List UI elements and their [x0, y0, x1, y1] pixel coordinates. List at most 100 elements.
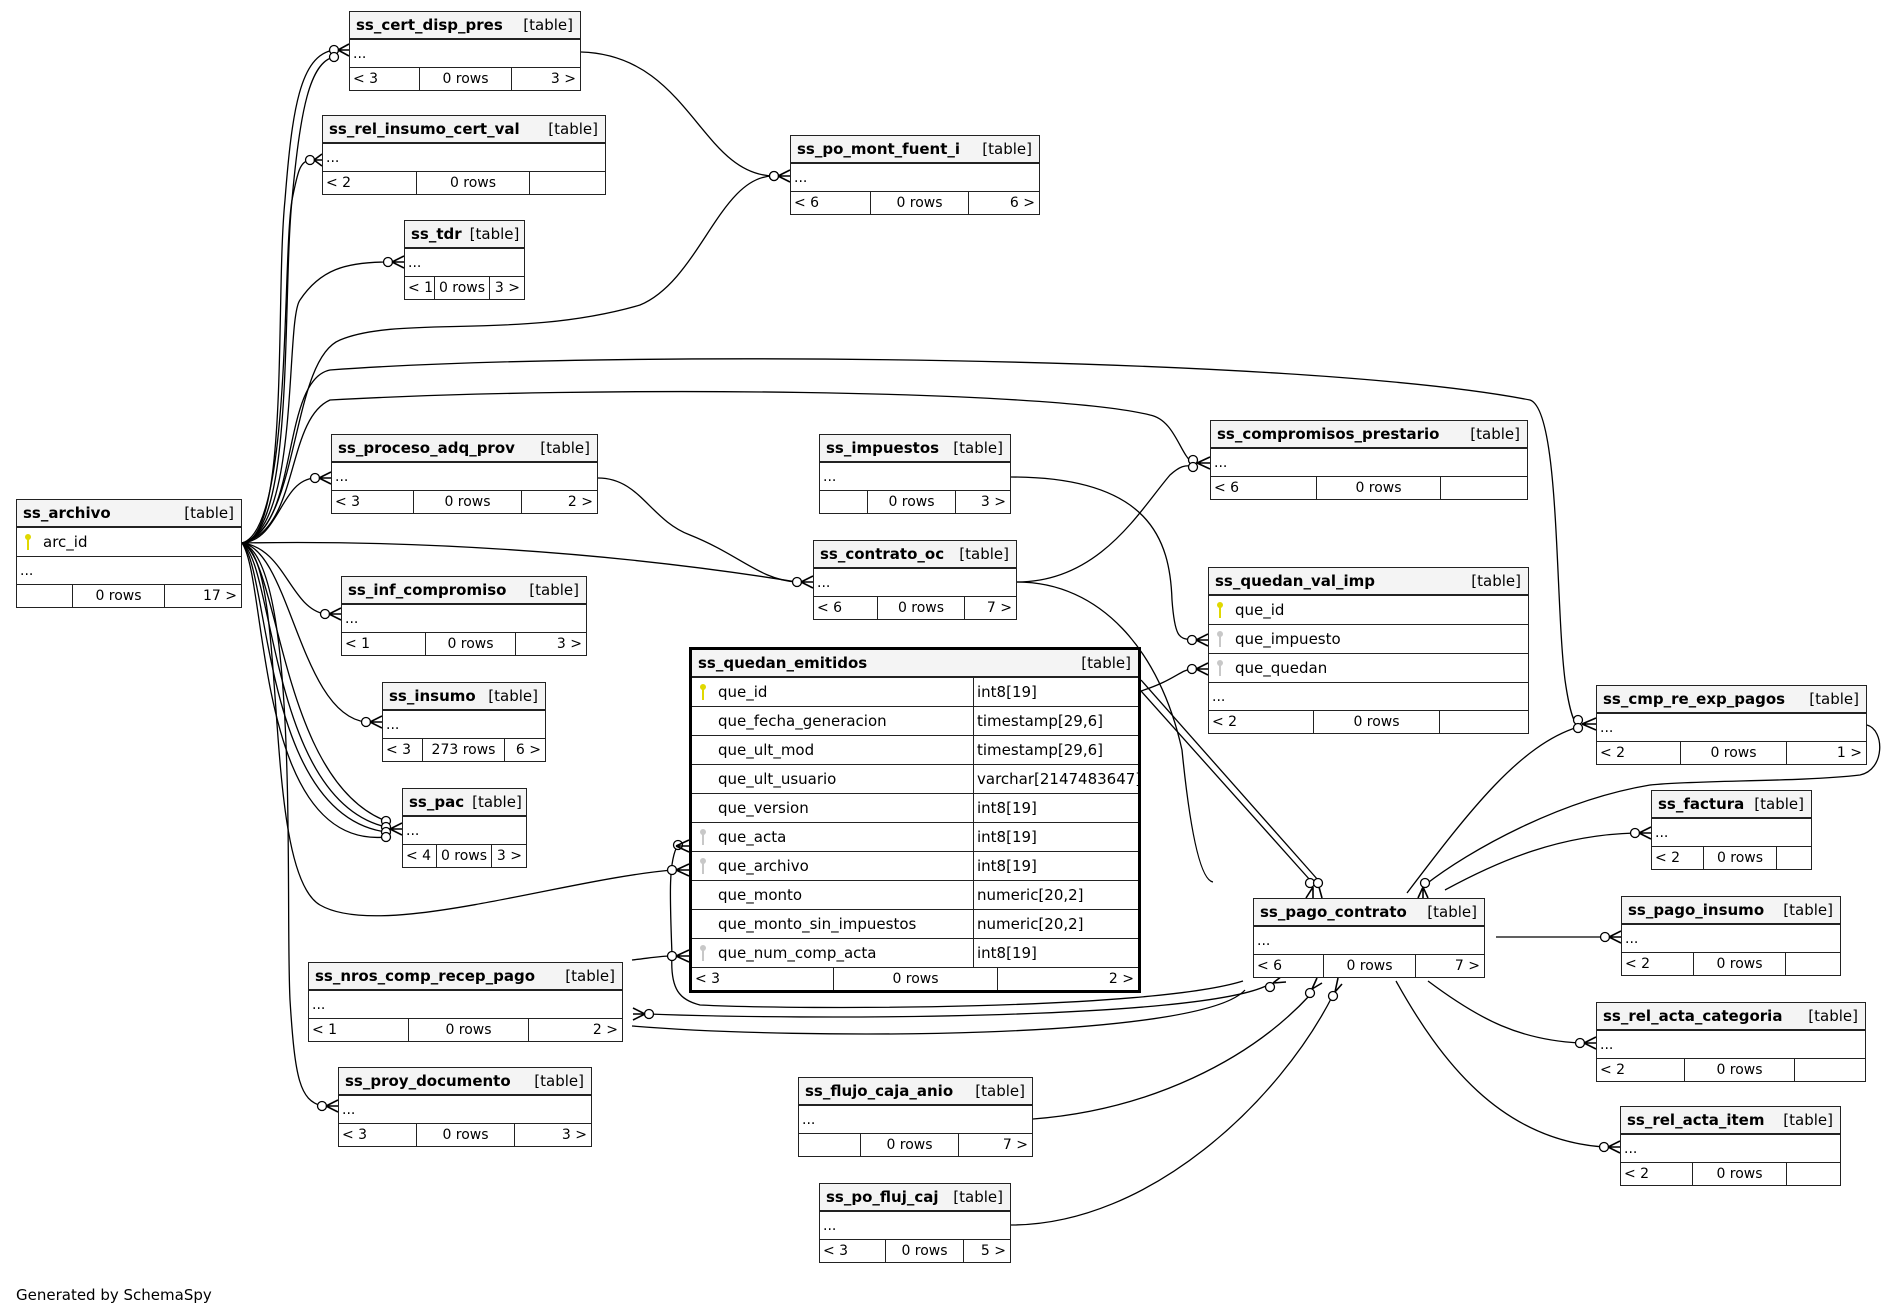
children-link[interactable]: 2 > [1108, 971, 1134, 987]
table-name[interactable]: ss_inf_compromiso [348, 581, 507, 599]
table-name[interactable]: ss_quedan_val_imp [1215, 572, 1376, 590]
column-row[interactable]: arc_id [17, 528, 241, 557]
table-name[interactable]: ss_rel_acta_categoria [1603, 1007, 1783, 1025]
children-link[interactable]: 3 > [550, 71, 576, 87]
more-columns-ellipsis[interactable]: ... [332, 463, 597, 491]
table-name[interactable]: ss_rel_insumo_cert_val [329, 120, 520, 138]
table-header[interactable]: ss_proceso_adq_prov[table] [332, 435, 597, 463]
parents-link[interactable] [799, 1134, 861, 1156]
parents-link[interactable]: < 4 [403, 845, 437, 867]
table-name[interactable]: ss_impuestos [826, 439, 940, 457]
more-columns-ellipsis[interactable]: ... [383, 711, 545, 739]
table-name[interactable]: ss_nros_comp_recep_pago [315, 967, 536, 985]
children-link[interactable] [530, 172, 605, 194]
table-header[interactable]: ss_quedan_val_imp[table] [1209, 568, 1528, 596]
parents-link[interactable]: < 2 [1622, 953, 1694, 975]
children-link[interactable]: 2 > [592, 1022, 618, 1038]
table-header[interactable]: ss_quedan_emitidos[table] [692, 650, 1138, 678]
table-name[interactable]: ss_pago_insumo [1628, 901, 1765, 919]
children-link[interactable]: 7 > [1454, 958, 1480, 974]
parents-link[interactable]: < 3 [350, 68, 420, 90]
table-name[interactable]: ss_pac [409, 793, 465, 811]
table-header[interactable]: ss_compromisos_prestario[table] [1211, 421, 1527, 449]
children-link[interactable] [1777, 847, 1811, 869]
parents-link[interactable]: < 3 [383, 739, 423, 761]
children-link[interactable] [1795, 1059, 1865, 1081]
parents-link[interactable]: < 6 [1211, 477, 1317, 499]
table-name[interactable]: ss_proceso_adq_prov [338, 439, 515, 457]
parents-link[interactable]: < 3 [339, 1124, 417, 1146]
table-header[interactable]: ss_pago_contrato[table] [1254, 899, 1484, 927]
parents-link[interactable]: < 2 [1597, 1059, 1685, 1081]
parents-link[interactable]: < 1 [342, 633, 426, 655]
table-header[interactable]: ss_rel_acta_item[table] [1621, 1107, 1840, 1135]
children-link[interactable]: 3 > [556, 636, 582, 652]
children-link[interactable]: 3 > [561, 1127, 587, 1143]
table-name[interactable]: ss_contrato_oc [820, 545, 945, 563]
table-name[interactable]: ss_factura [1658, 795, 1745, 813]
table-header[interactable]: ss_rel_insumo_cert_val[table] [323, 116, 605, 144]
table-name[interactable]: ss_pago_contrato [1260, 903, 1407, 921]
children-link[interactable] [1440, 711, 1528, 733]
children-link[interactable]: 6 > [1009, 195, 1035, 211]
parents-link[interactable]: < 1 [405, 277, 435, 299]
more-columns-ellipsis[interactable]: ... [405, 249, 524, 277]
parents-link[interactable]: < 6 [814, 597, 878, 619]
children-link[interactable]: 3 > [980, 494, 1006, 510]
table-name[interactable]: ss_proy_documento [345, 1072, 511, 1090]
more-columns-ellipsis[interactable]: ... [323, 144, 605, 172]
parents-link[interactable]: < 2 [1621, 1163, 1693, 1185]
table-name[interactable]: ss_cert_disp_pres [356, 16, 503, 34]
table-header[interactable]: ss_archivo[table] [17, 500, 241, 528]
more-columns-ellipsis[interactable]: ... [820, 463, 1010, 491]
more-columns-ellipsis[interactable]: ... [1209, 683, 1528, 711]
table-header[interactable]: ss_pago_insumo[table] [1622, 897, 1840, 925]
table-name[interactable]: ss_archivo [23, 504, 111, 522]
table-header[interactable]: ss_factura[table] [1652, 791, 1811, 819]
more-columns-ellipsis[interactable]: ... [17, 557, 241, 585]
children-link[interactable]: 6 > [515, 742, 541, 758]
table-name[interactable]: ss_tdr [411, 225, 462, 243]
table-name[interactable]: ss_insumo [389, 687, 476, 705]
table-header[interactable]: ss_nros_comp_recep_pago[table] [309, 963, 622, 991]
table-header[interactable]: ss_contrato_oc[table] [814, 541, 1016, 569]
children-link[interactable] [1787, 1163, 1840, 1185]
column-row[interactable]: que_id [1209, 596, 1528, 625]
table-name[interactable]: ss_cmp_re_exp_pagos [1603, 690, 1786, 708]
table-name[interactable]: ss_po_fluj_caj [826, 1188, 939, 1206]
table-header[interactable]: ss_flujo_caja_anio[table] [799, 1078, 1032, 1106]
table-header[interactable]: ss_rel_acta_categoria[table] [1597, 1003, 1865, 1031]
more-columns-ellipsis[interactable]: ... [1597, 1031, 1865, 1059]
table-header[interactable]: ss_inf_compromiso[table] [342, 577, 586, 605]
children-link[interactable]: 3 > [496, 848, 522, 864]
parents-link[interactable]: < 3 [692, 968, 834, 990]
more-columns-ellipsis[interactable]: ... [799, 1106, 1032, 1134]
more-columns-ellipsis[interactable]: ... [814, 569, 1016, 597]
parents-link[interactable]: < 2 [1597, 742, 1681, 764]
table-name[interactable]: ss_compromisos_prestario [1217, 425, 1440, 443]
more-columns-ellipsis[interactable]: ... [820, 1212, 1010, 1240]
more-columns-ellipsis[interactable]: ... [1621, 1135, 1840, 1163]
children-link[interactable]: 17 > [203, 588, 237, 604]
